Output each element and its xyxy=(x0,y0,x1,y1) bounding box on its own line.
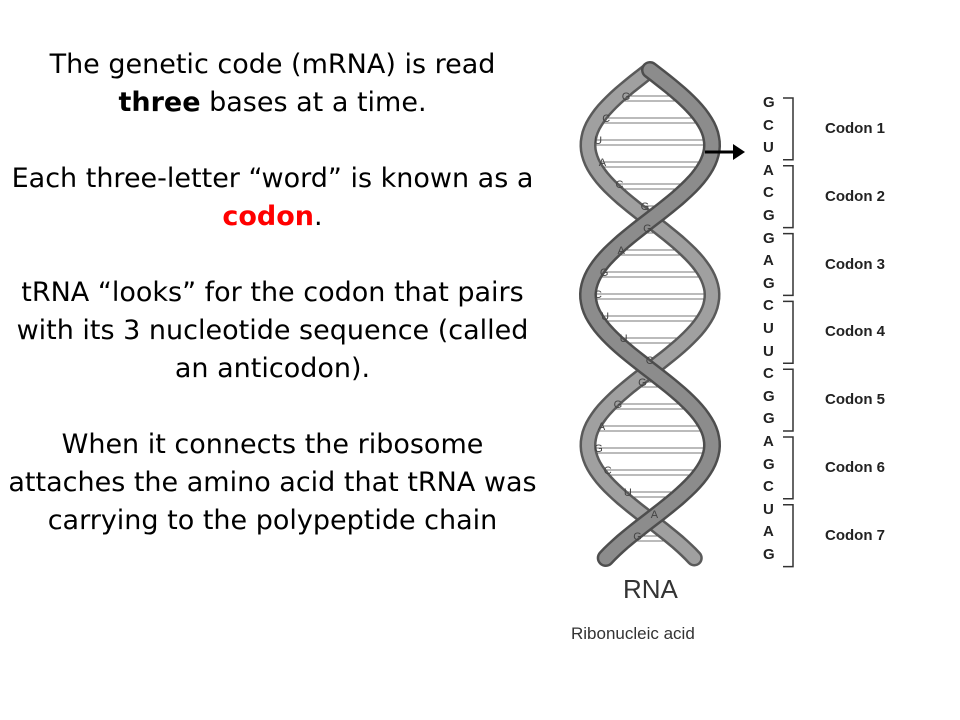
codon-label: Codon 5 xyxy=(825,391,885,409)
strand-base-letter: C xyxy=(645,355,654,367)
sequence-base-letter: C xyxy=(763,184,774,202)
strand-base-letter: U xyxy=(594,135,603,147)
base-pair-rung xyxy=(587,447,713,454)
strand-base-letter: U xyxy=(601,311,610,323)
base-pair-rung xyxy=(591,425,709,432)
slide-text-block: The genetic code (mRNA) is read three ba… xyxy=(0,46,545,540)
emphasis-three: three xyxy=(118,87,201,118)
text-line: bases at a time. xyxy=(200,87,427,118)
figure-title: RNA xyxy=(623,574,678,604)
codon-label: Codon 2 xyxy=(825,187,885,205)
codon-label: Codon 4 xyxy=(825,323,885,341)
codon-bracket xyxy=(783,300,794,364)
codon-bracket xyxy=(783,504,794,568)
strand-base-letter: C xyxy=(603,465,612,477)
sequence-base-letter: C xyxy=(763,478,774,496)
sequence-base-letter: A xyxy=(763,433,774,450)
sequence-base-letter: G xyxy=(763,207,775,224)
base-pair-rung xyxy=(595,117,705,124)
sequence-base-letter: G xyxy=(763,387,775,405)
sequence-base-letter: G xyxy=(763,455,775,473)
emphasis-codon: codon xyxy=(222,201,315,232)
text-line: Each three-letter “word” is known as a xyxy=(11,163,534,194)
sequence-base-letter: G xyxy=(763,274,775,292)
strand-base-letter: A xyxy=(650,509,659,521)
base-pair-rung xyxy=(597,469,703,476)
codon-label: Codon 1 xyxy=(825,119,885,137)
right-arrow-head xyxy=(733,144,745,160)
text-punct: . xyxy=(314,201,323,232)
paragraph-trna-anticodon: tRNA “looks” for the codon that pairs wi… xyxy=(16,277,529,384)
strand-base-letter: A xyxy=(597,421,606,433)
strand-base-letter: U xyxy=(623,487,632,499)
codon-bracket xyxy=(783,368,794,432)
sequence-base-letter: G xyxy=(763,229,775,247)
base-pair-rung xyxy=(593,271,707,278)
sequence-base-letter: U xyxy=(763,320,774,337)
strand-base-letter: C xyxy=(615,179,624,191)
sequence-base-letter: U xyxy=(763,500,774,518)
base-pair-rung xyxy=(587,293,713,300)
strand-base-letter: G xyxy=(643,223,652,235)
sequence-base-letter: A xyxy=(763,523,774,541)
codon-bracket xyxy=(783,436,794,500)
sequence-base-letter: G xyxy=(763,410,775,428)
strand-base-letter: C xyxy=(594,289,602,301)
strand-base-letter: G xyxy=(621,91,631,103)
sequence-base-letter: G xyxy=(763,546,775,563)
sequence-base-letter: C xyxy=(763,297,774,315)
strand-base-letter: A xyxy=(617,245,625,257)
paragraph-codon-definition: Each three-letter “word” is known as a c… xyxy=(0,160,545,236)
sequence-base-letter: U xyxy=(763,139,774,157)
strand-base-letter: G xyxy=(599,267,609,279)
strand-base-letter: G xyxy=(633,531,642,543)
sequence-base-letter: A xyxy=(763,161,774,179)
sequence-base-letter: C xyxy=(763,365,774,383)
sequence-base-letter: A xyxy=(763,252,774,270)
figure-subtitle: Ribonucleic acid xyxy=(571,624,695,643)
rna-helix-diagram xyxy=(578,61,794,568)
backbone-strand-back xyxy=(581,64,719,564)
codon-bracket xyxy=(783,232,794,297)
strand-base-letter: G xyxy=(594,443,603,455)
strand-base-letter: U xyxy=(619,333,628,345)
base-pair-rung xyxy=(594,315,706,322)
strand-base-letter: G xyxy=(638,377,647,389)
base-pair-rung xyxy=(592,161,708,168)
codon-label: Codon 3 xyxy=(825,255,885,273)
base-pair-rung xyxy=(587,139,713,146)
strand-base-letter: A xyxy=(598,157,607,169)
text-line: The genetic code (mRNA) is read xyxy=(49,49,496,80)
codon-bracket xyxy=(783,165,794,229)
sequence-base-letter: C xyxy=(763,116,774,134)
paragraph-reading-frame: The genetic code (mRNA) is read three ba… xyxy=(0,46,545,122)
codon-bracket xyxy=(783,97,794,161)
strand-base-letter: G xyxy=(613,399,623,411)
codon-label: Codon 6 xyxy=(825,458,885,476)
strand-base-letter: C xyxy=(602,113,611,125)
sequence-base-letter: U xyxy=(763,342,774,360)
strand-base-letter: G xyxy=(640,201,650,213)
sequence-base-letter: G xyxy=(763,94,775,111)
paragraph-ribosome: When it connects the ribosome attaches t… xyxy=(8,429,537,536)
codon-label: Codon 7 xyxy=(825,526,885,544)
